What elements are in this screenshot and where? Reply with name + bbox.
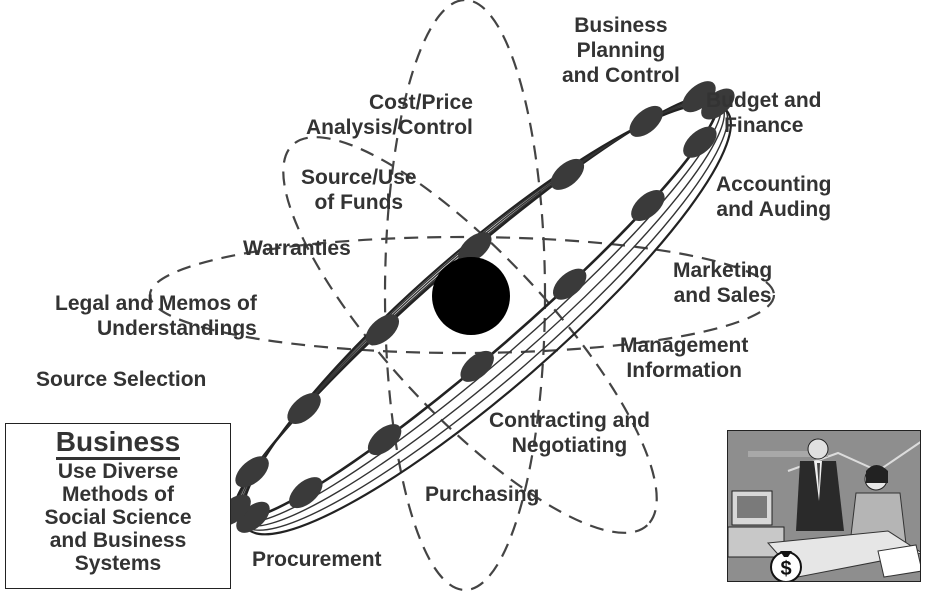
nucleus bbox=[432, 257, 510, 335]
business-summary-box: Business Use Diverse Methods of Social S… bbox=[5, 423, 231, 589]
business-people-clipart: $ bbox=[727, 430, 921, 582]
label-source-use: Source/Use of Funds bbox=[301, 166, 417, 214]
orbit-bead bbox=[683, 126, 717, 158]
orbit-bead bbox=[682, 81, 716, 113]
orbit-bead bbox=[287, 392, 321, 425]
dashed-orbit-vertical bbox=[383, 0, 547, 592]
label-legal: Legal and Memos of Understandings bbox=[55, 292, 257, 340]
orbit-bead bbox=[289, 477, 323, 509]
label-budget-finance: Budget and Finance bbox=[706, 89, 822, 137]
clipart-illustration: $ bbox=[728, 431, 920, 581]
orbit-bead bbox=[629, 105, 663, 137]
label-business-planning: Business Planning and Control bbox=[562, 14, 680, 87]
orbit-bead bbox=[367, 424, 402, 456]
orbit-bead bbox=[701, 88, 735, 120]
label-warranties: Warranties bbox=[243, 237, 351, 260]
orbit-bead bbox=[552, 268, 587, 300]
orbit-bead bbox=[458, 232, 492, 264]
business-line: Methods of bbox=[62, 483, 174, 506]
orbit-bead bbox=[631, 189, 665, 222]
label-marketing: Marketing and Sales bbox=[673, 259, 773, 307]
label-cost-price: Cost/Price Analysis/Control bbox=[306, 91, 473, 139]
orbit-bead bbox=[550, 158, 585, 190]
business-line: Use Diverse bbox=[57, 460, 179, 483]
label-contracting: Contracting and Negotiating bbox=[489, 409, 650, 457]
money-symbol: $ bbox=[780, 558, 791, 580]
dashed-orbit-horizontal bbox=[148, 235, 776, 355]
business-line: and Business bbox=[49, 529, 187, 552]
business-title: Business bbox=[55, 427, 181, 460]
label-accounting: Accounting and Auding bbox=[716, 173, 832, 221]
business-line: Social Science bbox=[44, 506, 192, 529]
orbit-beads bbox=[217, 81, 735, 533]
label-management-info: Management Information bbox=[620, 334, 749, 382]
orbit-bead bbox=[235, 456, 269, 488]
dashed-orbit-diagonal bbox=[282, 136, 658, 534]
label-purchasing: Purchasing bbox=[425, 483, 540, 506]
label-procurement: Procurement bbox=[252, 548, 382, 571]
orbit-bead bbox=[365, 314, 400, 346]
orbit-bead bbox=[460, 350, 494, 382]
orbit-bead bbox=[236, 501, 270, 533]
label-source-selection: Source Selection bbox=[36, 368, 207, 391]
business-line: Systems bbox=[74, 552, 162, 575]
